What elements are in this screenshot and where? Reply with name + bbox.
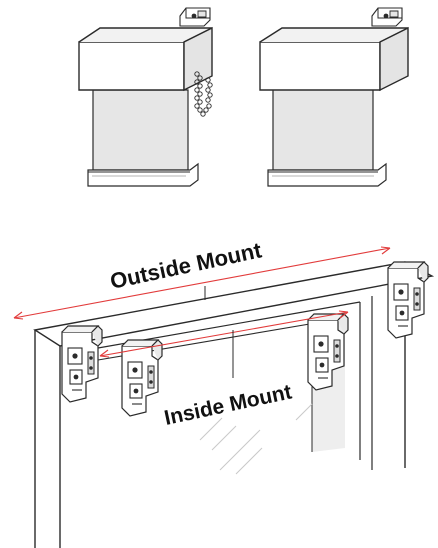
inside-mount-measure	[99, 310, 349, 378]
roller-shade-with-chain-icon	[78, 7, 213, 187]
outside-mount-label: Outside Mount	[108, 237, 264, 294]
inside-mount-label: Inside Mount	[162, 380, 293, 429]
mounting-bracket-icon	[61, 325, 103, 403]
roller-shade-motorized-icon	[259, 7, 409, 187]
outside-mount-measure	[13, 246, 391, 320]
mounting-bracket-icon	[387, 261, 429, 339]
pull-chain	[194, 71, 213, 117]
